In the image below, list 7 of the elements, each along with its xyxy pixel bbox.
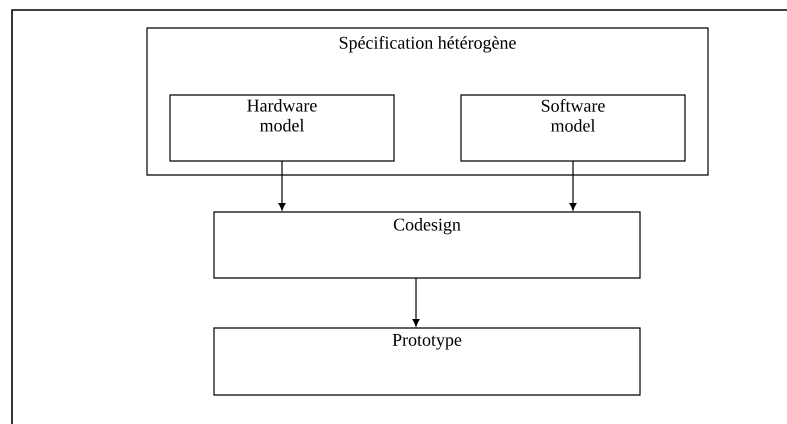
- process-box: Codesign: [213, 211, 641, 279]
- process-box: Hardware model: [169, 94, 395, 162]
- arrow: [278, 161, 286, 210]
- process-box: Prototype: [213, 327, 641, 396]
- arrow: [412, 278, 420, 326]
- arrow: [570, 161, 576, 210]
- process-box: Software model: [460, 94, 686, 162]
